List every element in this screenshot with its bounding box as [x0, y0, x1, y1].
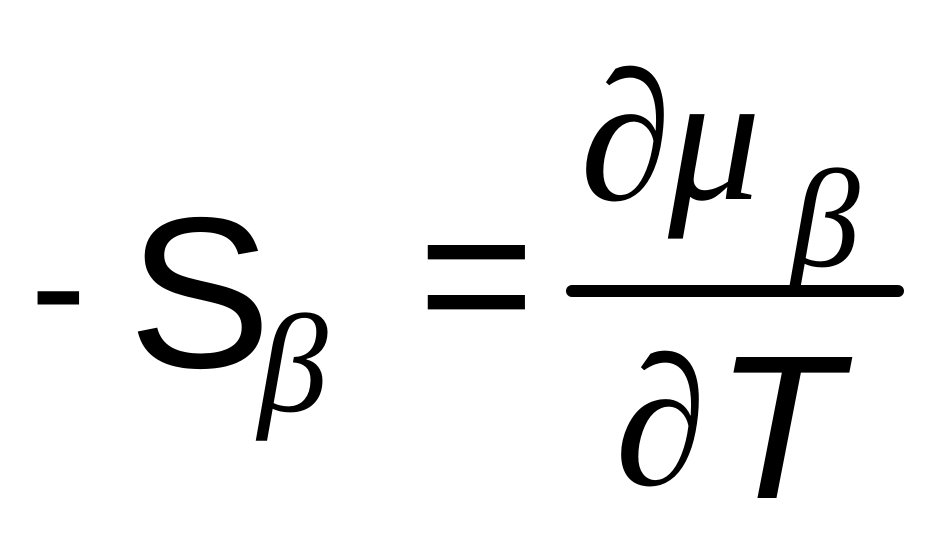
chemical-potential-symbol: μ	[668, 35, 761, 240]
entropy-subscript: β	[258, 287, 328, 442]
entropy-symbol: S	[128, 172, 272, 413]
temperature-symbol: T	[715, 313, 841, 542]
minus-sign: -	[30, 190, 87, 380]
fraction-bar	[566, 285, 904, 297]
equals-sign: =	[418, 163, 535, 386]
numerator-partial-symbol: ∂	[580, 35, 672, 240]
chemical-potential-subscript: β	[790, 142, 860, 297]
denominator-partial-symbol: ∂	[615, 320, 707, 525]
